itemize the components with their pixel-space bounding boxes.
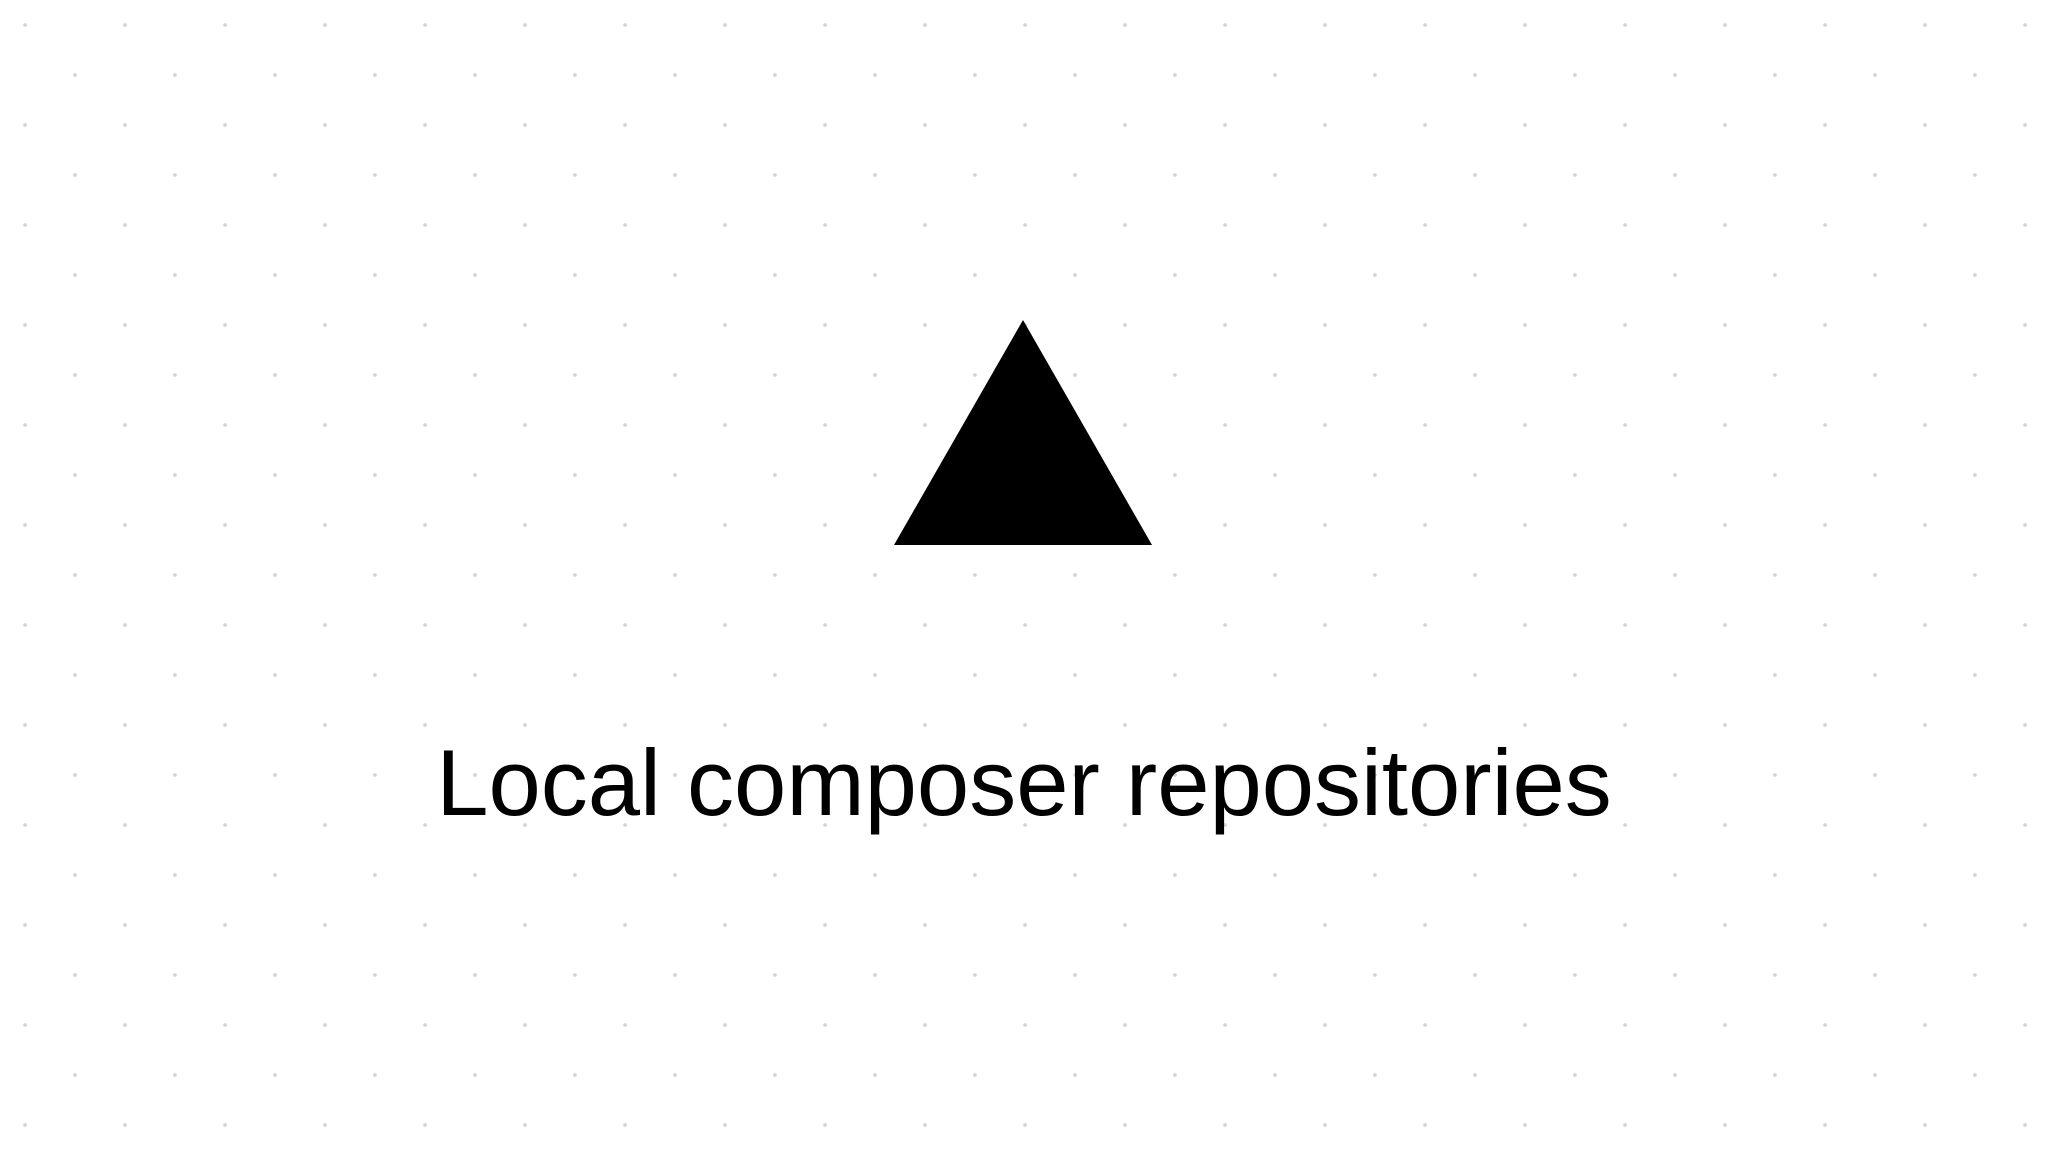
triangle-logo-icon: [894, 320, 1152, 545]
page-title: Local composer repositories: [436, 730, 1612, 835]
